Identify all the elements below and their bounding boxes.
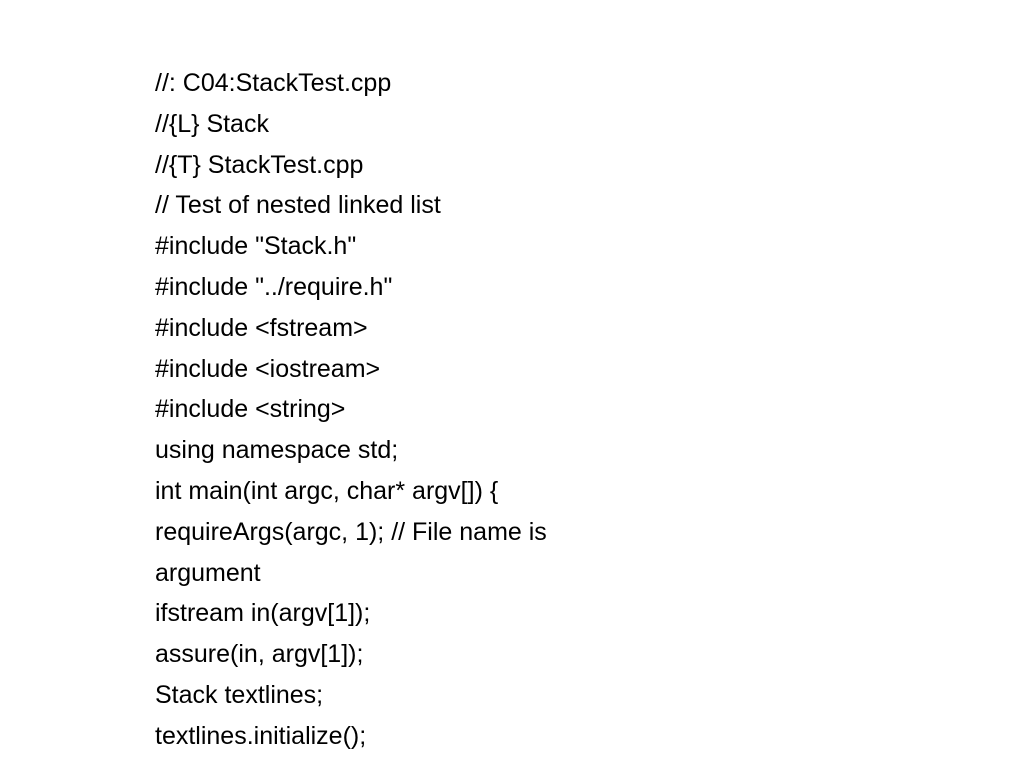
code-line: //{T} StackTest.cpp [155,150,364,179]
code-line: assure(in, argv[1]); [155,640,364,669]
code-line: textlines.initialize(); [155,721,367,750]
code-line: requireArgs(argc, 1); // File name is [155,517,547,546]
code-line: #include "Stack.h" [155,232,357,261]
code-line: //: C04:StackTest.cpp [155,69,392,97]
code-line: Stack textlines; [155,680,324,709]
code-line: using namespace std; [155,436,399,465]
code-line: argument [155,558,261,587]
code-line: ifstream in(argv[1]); [155,599,371,628]
code-line: #include <string> [155,395,346,424]
code-line: int main(int argc, char* argv[]) { [155,476,499,505]
code-line: #include "../require.h" [155,272,393,301]
code-line: // Test of nested linked list [155,191,441,220]
code-listing: //: C04:StackTest.cpp //{L} Stack //{T} … [155,63,915,757]
code-line: //{L} Stack [155,109,269,138]
code-line: #include <fstream> [155,313,368,342]
code-line: #include <iostream> [155,354,381,383]
